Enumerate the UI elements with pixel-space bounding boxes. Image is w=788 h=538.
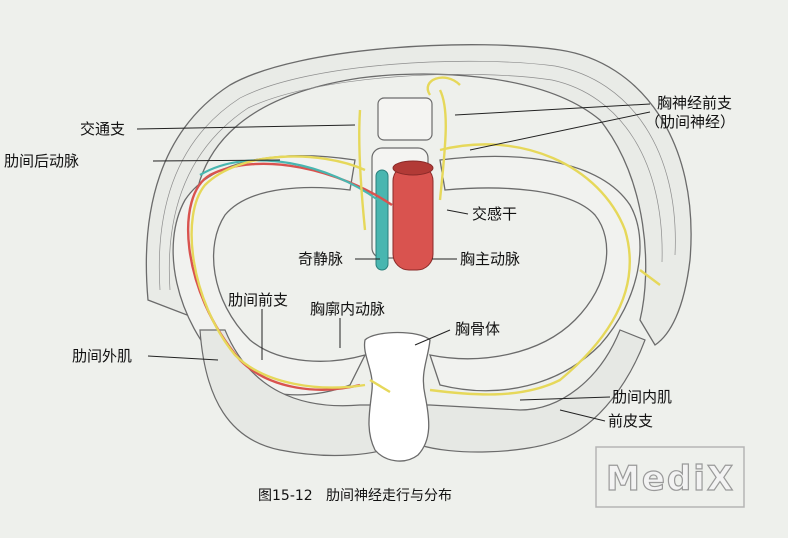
- thoracic-aorta-vessel: [392, 164, 434, 271]
- label-thoracic-aorta: 胸主动脉: [460, 250, 520, 268]
- watermark-frame: [595, 446, 745, 508]
- watermark-text: MediX: [606, 459, 735, 499]
- vertebral-arch: [377, 97, 433, 141]
- anterior-chest-wall: [199, 329, 646, 457]
- leader-lines: [136, 103, 651, 422]
- outer-body-wall: [145, 44, 692, 346]
- label-sympathetic-trunk: 交感干: [472, 205, 517, 223]
- label-internal-thoracic-artery: 胸廓内动脉: [310, 300, 385, 318]
- aorta-top: [392, 160, 434, 176]
- label-ramus-communicans: 交通支: [80, 120, 125, 138]
- figure-caption: 图15-12 肋间神经走行与分布: [258, 488, 452, 504]
- label-anterior-ramus-2: （肋间神经）: [645, 113, 735, 131]
- label-azygos-vein: 奇静脉: [298, 250, 343, 268]
- label-internal-intercostal: 肋间内肌: [612, 388, 672, 406]
- label-external-intercostal: 肋间外肌: [72, 347, 132, 365]
- label-anterior-branch: 肋间前支: [228, 291, 288, 309]
- label-posterior-intercostal-artery: 肋间后动脉: [4, 152, 79, 170]
- label-anterior-cutaneous-branch: 前皮支: [608, 412, 653, 430]
- sternum-shape: [363, 331, 431, 462]
- azygos-vein-vessel: [375, 169, 389, 271]
- posterior-intercostal-artery-line: [187, 162, 393, 391]
- right-rib: [429, 155, 641, 392]
- muscle-striations: [158, 60, 676, 291]
- label-anterior-ramus-1: 胸神经前支: [657, 94, 732, 112]
- intercostal-vein-line: [199, 159, 379, 201]
- label-sternum: 胸骨体: [455, 320, 500, 338]
- nerve-paths: [190, 76, 661, 396]
